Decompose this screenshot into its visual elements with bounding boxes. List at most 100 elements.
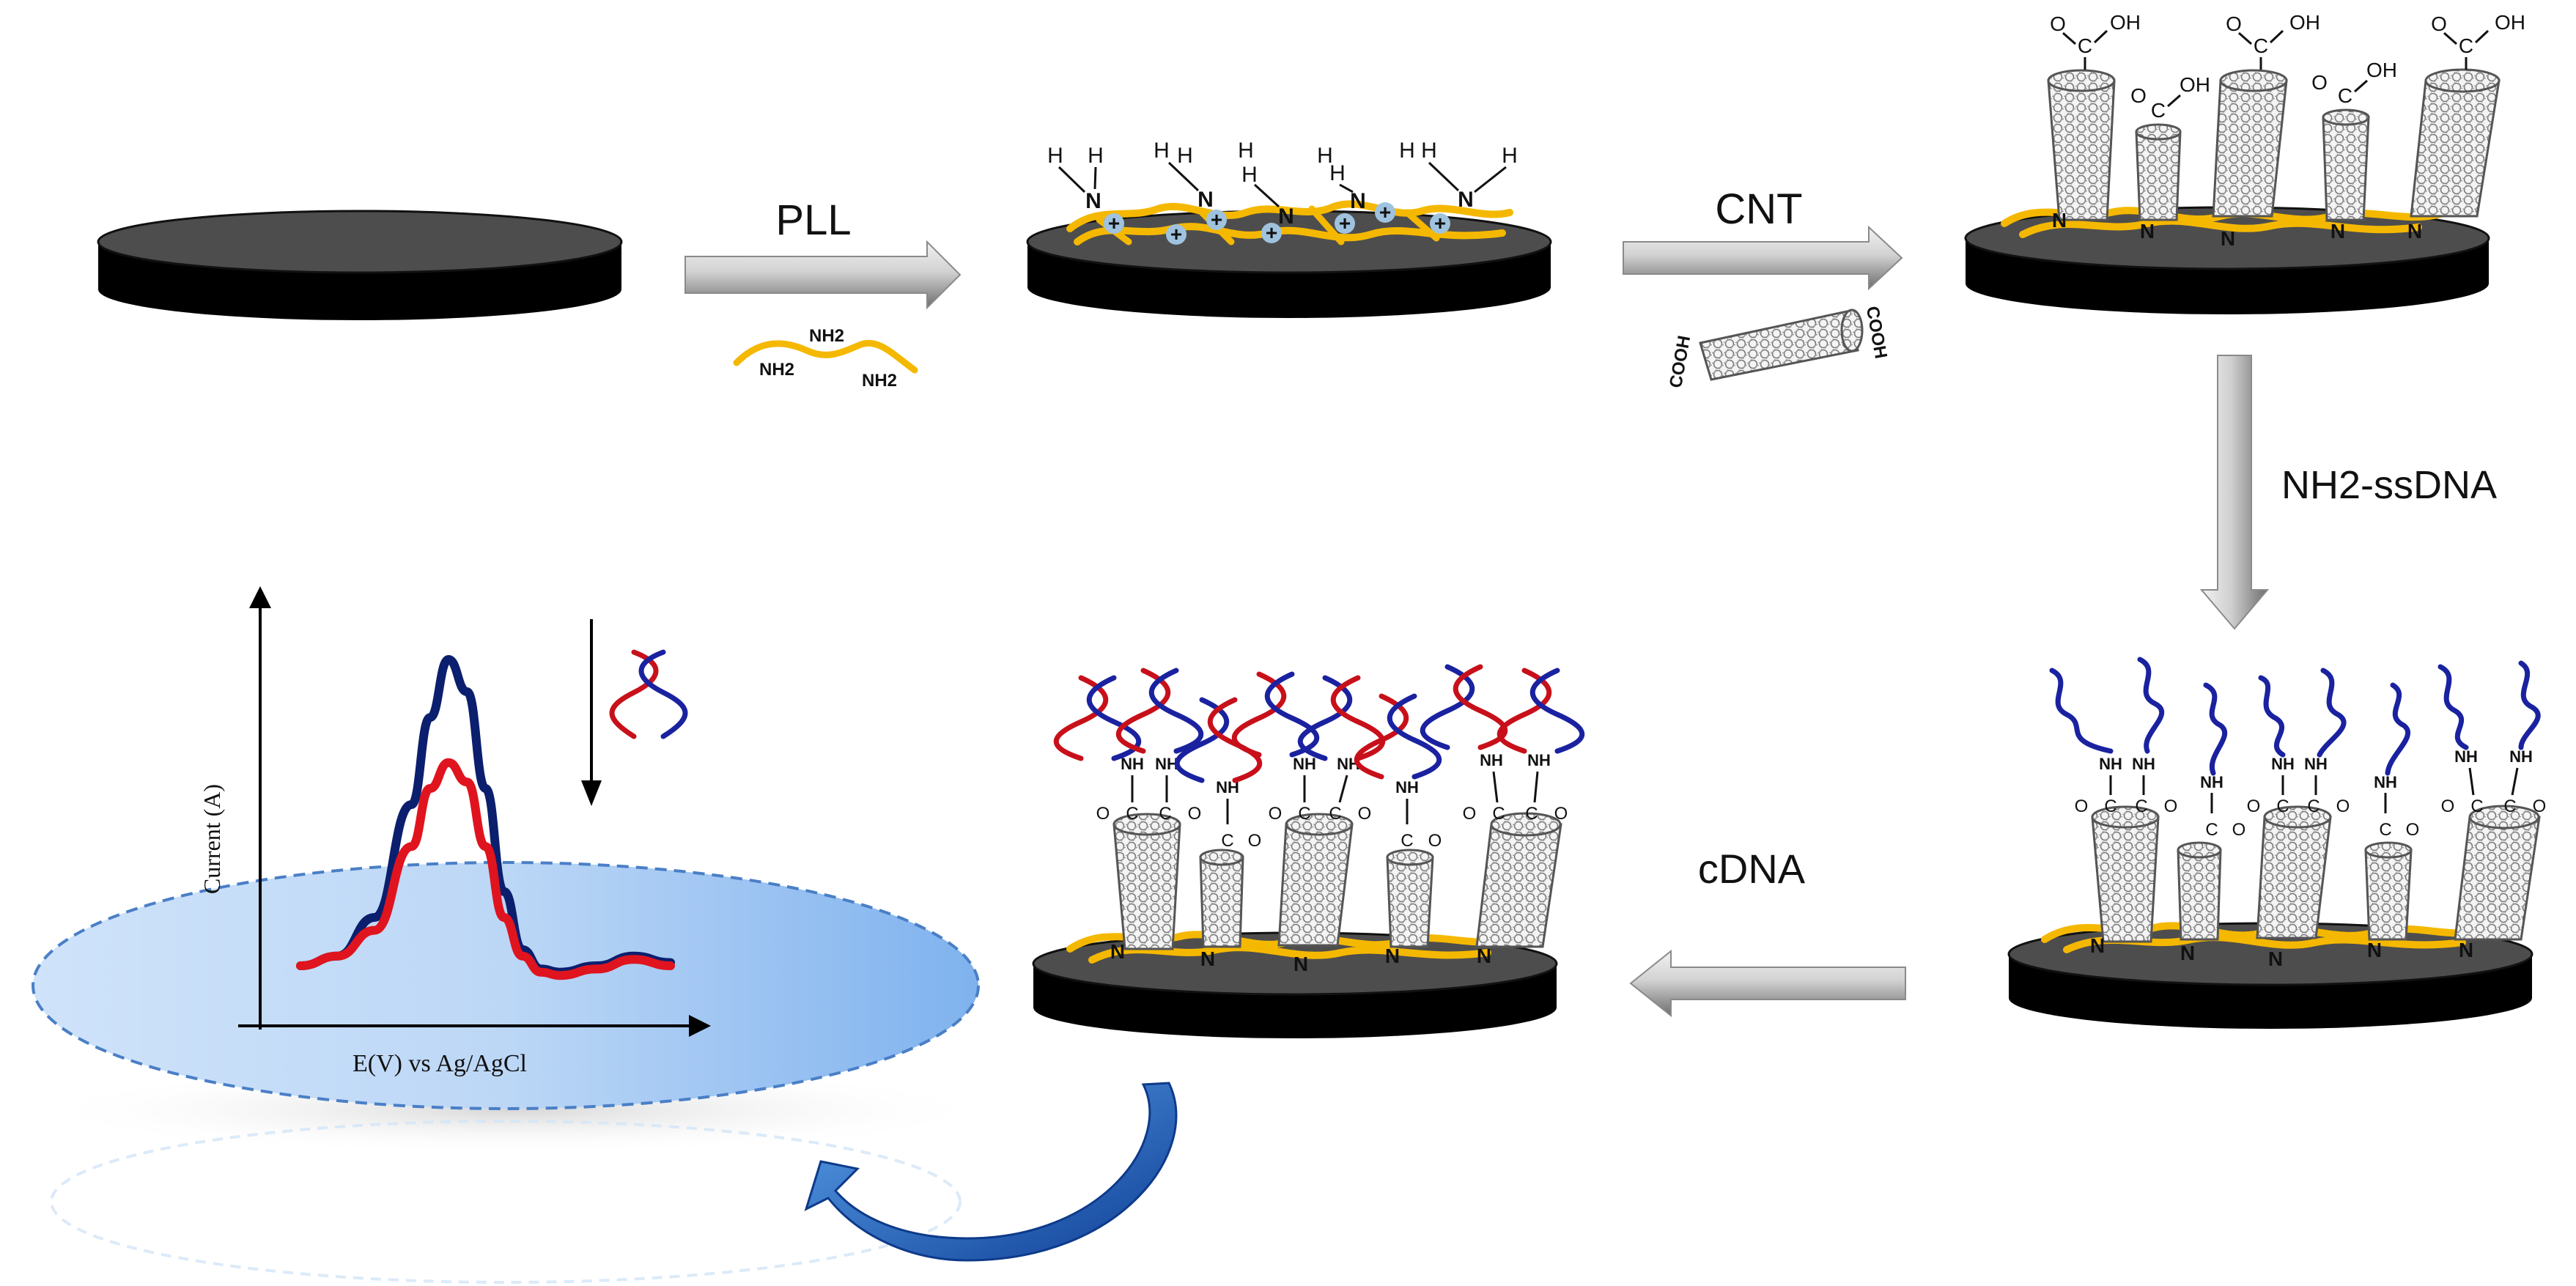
ssdna-strand <box>2137 657 2165 754</box>
svg-text:C: C <box>1159 804 1171 824</box>
amine-groups-stage2: H H N H H N H H N H H N H H H N <box>1047 138 1518 229</box>
ssdna-strands <box>2049 657 2541 776</box>
series-line-1 <box>296 758 675 980</box>
svg-text:C: C <box>2276 797 2289 816</box>
cdna-arrow <box>1629 949 1906 1018</box>
svg-text:H: H <box>1399 138 1415 163</box>
svg-text:N: N <box>2221 227 2235 250</box>
amide-linker: C O NH <box>1525 751 1568 824</box>
carbon-nanotube <box>2256 805 2332 939</box>
svg-text:H: H <box>1241 163 1258 187</box>
carbon-nanotube <box>2364 841 2413 941</box>
svg-text:C: C <box>1400 831 1413 851</box>
dsdna-helix <box>1232 671 1319 758</box>
cnt-array-stage5 <box>1112 812 1562 950</box>
svg-text:NH: NH <box>2374 773 2397 791</box>
svg-text:+: + <box>1379 201 1391 223</box>
svg-text:+: + <box>1266 221 1277 244</box>
voltammogram: Current (A) E(V) vs Ag/AgCl <box>199 586 711 1077</box>
cycle-arrow <box>804 1082 1178 1262</box>
amide-linker: C O NH <box>1329 755 1371 824</box>
plus-charge: + <box>1206 208 1227 231</box>
carbon-nanotube <box>1475 812 1562 948</box>
amide-linker: O C NH <box>1269 755 1316 824</box>
svg-text:NH: NH <box>1121 755 1144 773</box>
svg-text:O: O <box>1428 831 1442 851</box>
carbon-nanotube <box>2454 805 2541 941</box>
svg-text:NH: NH <box>1155 755 1178 773</box>
svg-text:O: O <box>2406 820 2420 840</box>
amide-linker: O C NH <box>2075 755 2122 816</box>
plus-charge: + <box>1430 212 1450 234</box>
carbon-nanotube <box>2091 805 2160 943</box>
svg-text:C: C <box>2254 34 2268 57</box>
amide-linker: O C NH <box>1463 751 1505 824</box>
ssdna-arrow <box>2199 355 2270 630</box>
carbon-nanotube <box>1386 849 1434 948</box>
dsdna-helix <box>1116 668 1203 754</box>
amide-linker: C O NH <box>2503 747 2546 816</box>
svg-text:C: C <box>2135 797 2147 816</box>
svg-text:H: H <box>1329 161 1346 185</box>
svg-text:NH: NH <box>2132 755 2155 773</box>
cnt-cooh-left: COOH <box>1666 334 1694 390</box>
svg-text:H: H <box>1047 144 1063 168</box>
svg-text:NH: NH <box>1293 755 1316 773</box>
x-axis-label: E(V) vs Ag/AgCl <box>353 1050 527 1077</box>
svg-text:OH: OH <box>2495 11 2525 34</box>
linkers-stage5: O C NH C O NH NH C O O C NH C O NH <box>1096 751 1568 851</box>
ssdna-strand <box>2437 664 2469 750</box>
amide-linker: C O NH <box>2304 755 2350 816</box>
svg-text:N: N <box>1197 188 1214 212</box>
x-axis-arrowhead <box>689 1015 711 1037</box>
carboxyl-groups-stage3: C O OH O C OH C O OH O C OH C <box>2050 11 2525 122</box>
carbon-nanotube <box>2177 841 2222 941</box>
svg-text:N: N <box>1477 945 1491 967</box>
cnt-label: CNT <box>1715 185 1802 233</box>
svg-text:H: H <box>1177 144 1193 168</box>
pll-arrow <box>684 240 962 310</box>
amide-linker: O C NH <box>2247 755 2295 816</box>
svg-text:N: N <box>1110 940 1125 963</box>
svg-text:O: O <box>2130 84 2147 107</box>
carbon-nanotube <box>1277 813 1354 947</box>
svg-text:+: + <box>1339 212 1351 234</box>
y-axis-label: Current (A) <box>199 784 225 894</box>
pll-nh2-left: NH2 <box>759 360 794 380</box>
svg-text:C: C <box>1525 804 1538 824</box>
cnt-arrow <box>1623 225 1903 291</box>
cdna-label: cDNA <box>1698 846 1806 892</box>
svg-text:O: O <box>1269 804 1283 824</box>
ssdna-strand <box>2385 682 2411 776</box>
chart-series <box>296 654 675 980</box>
svg-text:O: O <box>2311 71 2328 94</box>
svg-text:O: O <box>2226 12 2242 35</box>
amide-linker: NH C O <box>1216 778 1261 851</box>
svg-text:N: N <box>2367 939 2382 961</box>
svg-text:C: C <box>2503 797 2516 816</box>
ssdna-strand <box>2317 668 2347 758</box>
svg-text:OH: OH <box>2289 11 2320 34</box>
n-anchors-stage5: N N N N N <box>1110 940 1491 975</box>
carbon-nanotube <box>1199 849 1244 948</box>
amine-group: H H N <box>1047 144 1104 213</box>
svg-text:N: N <box>2140 220 2155 243</box>
amine-group: H H N <box>1317 144 1366 213</box>
pll-nh2-right: NH2 <box>862 371 897 391</box>
svg-text:NH: NH <box>2271 755 2295 773</box>
svg-text:H: H <box>1317 144 1333 168</box>
cnt-array-stage4 <box>2091 805 2541 943</box>
carboxyl-group: C O OH <box>2226 11 2320 70</box>
svg-text:O: O <box>2247 797 2261 816</box>
svg-text:O: O <box>2431 12 2447 35</box>
y-axis-arrowhead <box>249 586 271 608</box>
carbon-nanotube <box>2212 69 2288 218</box>
svg-text:C: C <box>1329 804 1341 824</box>
dsdna-helix <box>1497 668 1584 754</box>
plus-charges: + + + + + + + <box>1104 201 1450 245</box>
carbon-nanotube <box>2047 69 2116 221</box>
svg-text:H: H <box>1238 138 1254 163</box>
ssdna-strand <box>2049 668 2114 754</box>
svg-text:NH: NH <box>1527 751 1551 769</box>
svg-text:NH: NH <box>2200 773 2223 791</box>
